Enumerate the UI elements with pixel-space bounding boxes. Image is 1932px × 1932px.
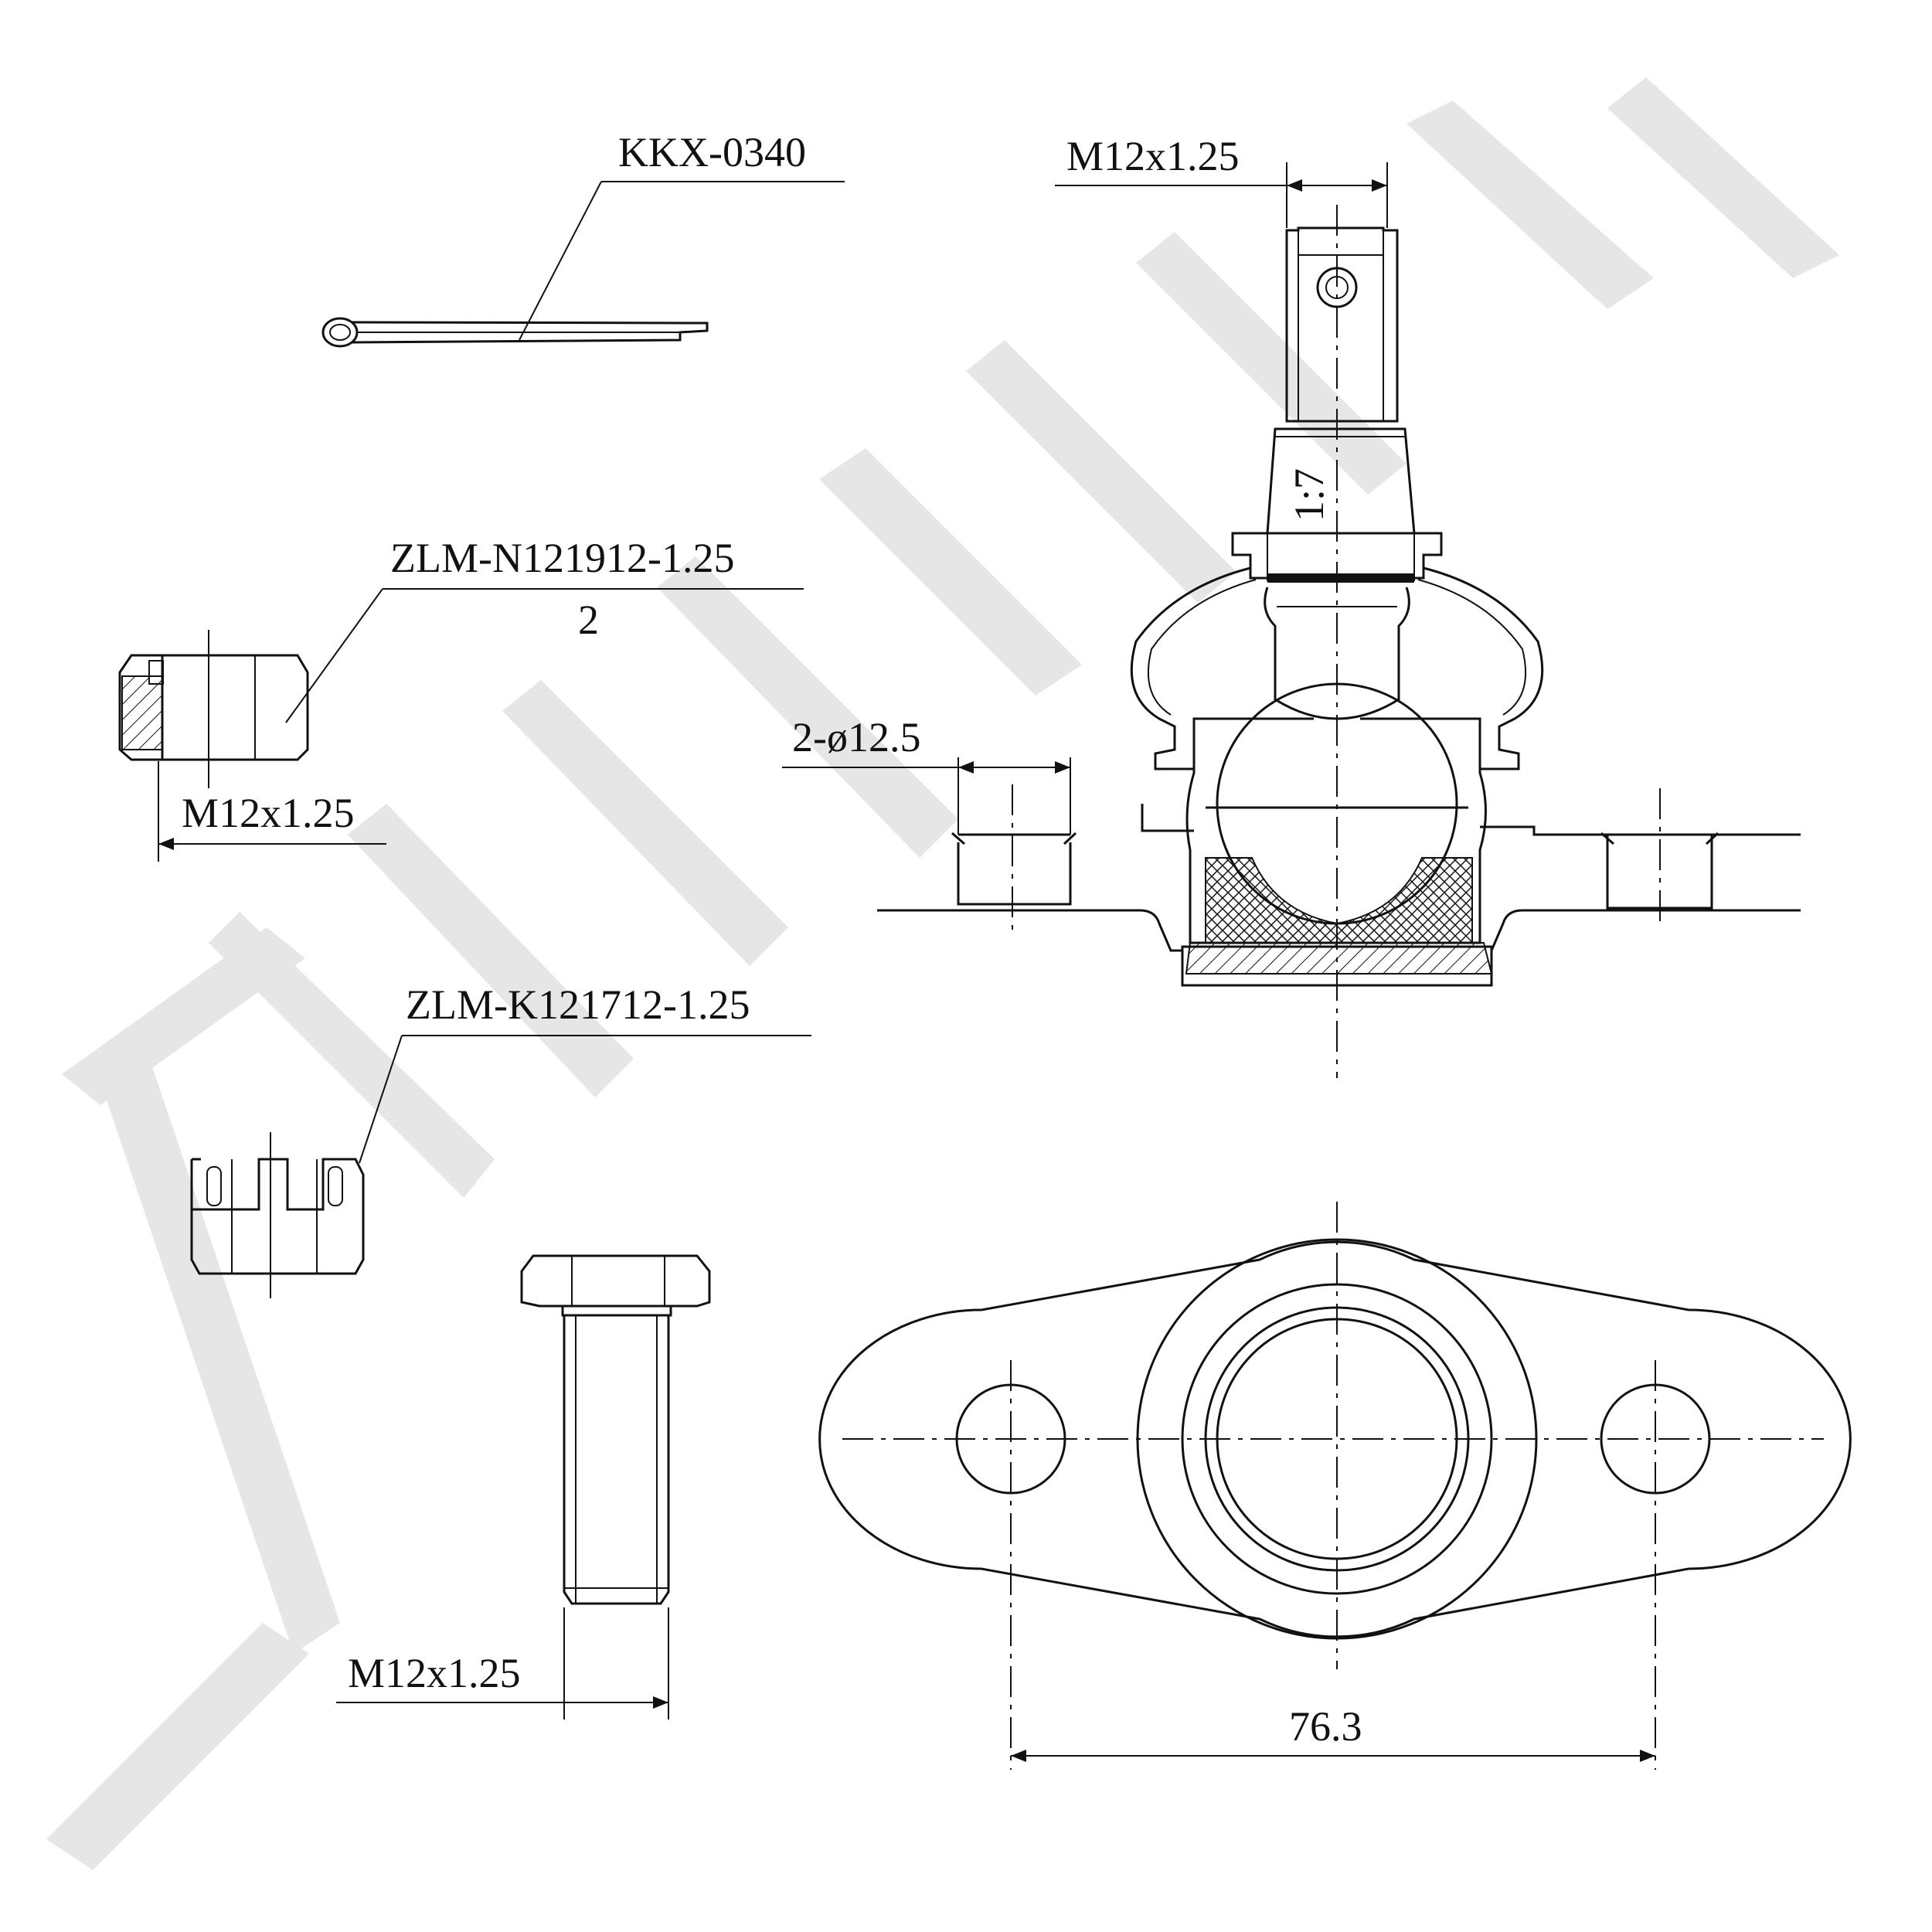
bolt bbox=[520, 1254, 711, 1605]
stud-thread-label: M12x1.25 bbox=[1066, 133, 1240, 179]
bolt-thread-dimension bbox=[336, 1607, 669, 1719]
lock-nut-quantity: 2 bbox=[578, 597, 599, 643]
lock-nut-label: ZLM-N121912-1.25 bbox=[390, 535, 734, 581]
mount-hole-dimension bbox=[782, 757, 1071, 835]
castle-nut bbox=[190, 1132, 365, 1298]
cotter-pin-label: KKX-0340 bbox=[618, 129, 806, 175]
watermark-logo bbox=[46, 77, 1839, 1870]
lock-nut-callout bbox=[285, 588, 804, 723]
cotter-pin bbox=[321, 317, 709, 348]
ball-joint-section: 1:7 bbox=[877, 205, 1801, 1078]
hole-spacing-label: 76.3 bbox=[1289, 1703, 1362, 1750]
ball-joint-top-view bbox=[818, 1202, 1852, 1770]
castle-nut-callout bbox=[359, 1035, 811, 1164]
castle-nut-label: ZLM-K121712-1.25 bbox=[406, 981, 750, 1028]
cotter-pin-callout bbox=[519, 181, 845, 341]
lock-nut bbox=[118, 630, 309, 788]
taper-label: 1:7 bbox=[1286, 468, 1332, 522]
mount-hole-label: 2-ø12.5 bbox=[792, 714, 920, 760]
lock-nut-thread-label: M12x1.25 bbox=[182, 790, 355, 836]
bolt-thread-label: M12x1.25 bbox=[348, 1650, 521, 1696]
lock-nut-thread-dimension bbox=[158, 761, 386, 862]
stud-thread-dimension bbox=[1055, 162, 1388, 228]
